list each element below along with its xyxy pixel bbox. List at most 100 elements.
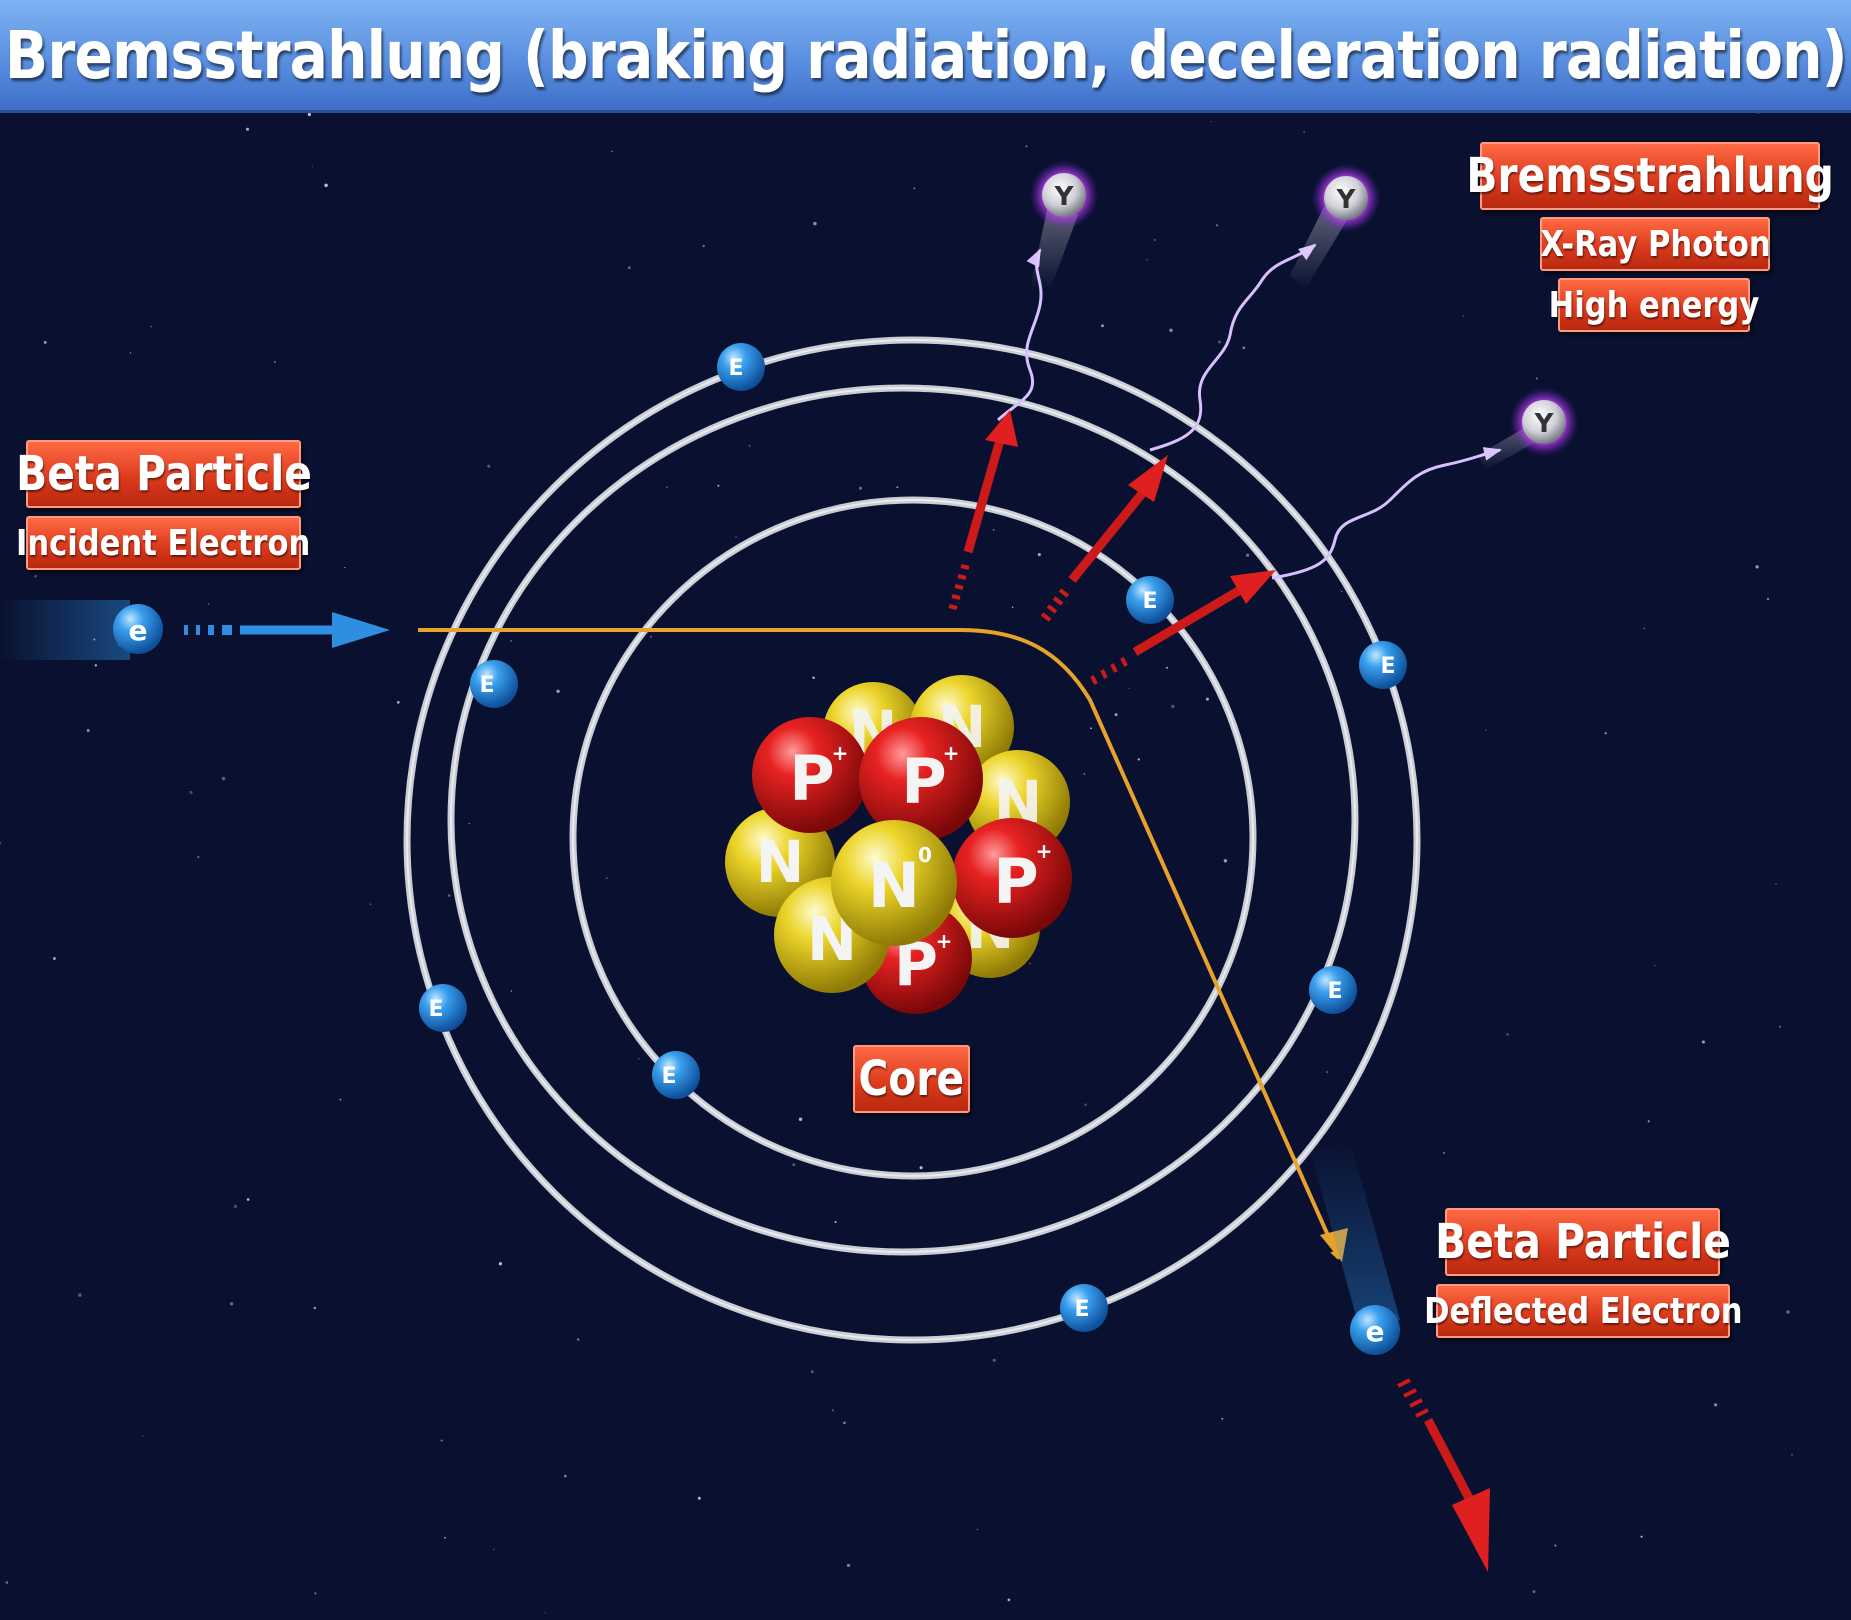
orbital-electron: E <box>1126 576 1174 624</box>
star <box>1221 1417 1224 1420</box>
star <box>313 1306 317 1310</box>
proton: P+ <box>859 717 983 841</box>
star <box>197 856 200 859</box>
star <box>1215 224 1219 227</box>
star <box>273 360 276 363</box>
force-arrow-2 <box>1040 455 1168 622</box>
svg-text:P: P <box>993 845 1038 918</box>
force-arrow-3 <box>1090 570 1276 685</box>
star <box>1101 324 1104 328</box>
nucleus: N N N N N P+ N P+ P+ P+ N0 <box>725 675 1072 1014</box>
star <box>1171 704 1175 709</box>
star <box>792 1163 796 1167</box>
star <box>150 325 152 328</box>
star <box>487 464 491 468</box>
star <box>735 536 737 538</box>
deflected-electron <box>1350 1305 1400 1355</box>
star <box>1169 328 1173 332</box>
incident-electron-trail <box>0 600 130 660</box>
orbital-electron: E <box>470 660 518 708</box>
star <box>992 528 995 531</box>
svg-text:Y: Y <box>1336 185 1357 215</box>
orbital-electron: E <box>1359 641 1407 689</box>
star <box>1303 131 1305 133</box>
incident-electron-label-text: Incident Electron <box>16 522 311 564</box>
star <box>812 676 815 679</box>
star <box>1083 773 1086 775</box>
star <box>1011 606 1014 608</box>
star <box>627 266 631 270</box>
star <box>339 1098 342 1101</box>
core-label-text: Core <box>858 1051 965 1107</box>
orbit-outer-highlight <box>406 339 1418 1341</box>
orbital-electron: E <box>419 984 467 1032</box>
svg-text:0: 0 <box>918 843 932 867</box>
deflected-electron-group: e <box>1310 1140 1400 1355</box>
proton: P+ <box>952 818 1072 938</box>
orbit-middle-highlight <box>450 387 1356 1253</box>
svg-text:E: E <box>728 356 743 381</box>
core-label: Core <box>853 1045 970 1113</box>
star <box>606 877 608 879</box>
star <box>440 1439 443 1442</box>
star <box>24 478 26 480</box>
star <box>1166 666 1168 669</box>
svg-text:N: N <box>868 849 920 922</box>
star <box>843 1421 846 1425</box>
star <box>1341 590 1343 593</box>
star <box>1025 145 1028 148</box>
photon-wave-3 <box>1271 447 1502 580</box>
proton: P+ <box>752 717 868 833</box>
star <box>858 486 863 490</box>
star <box>717 484 720 487</box>
star <box>1326 1071 1329 1073</box>
svg-text:+: + <box>936 929 953 953</box>
star <box>976 1528 979 1531</box>
star <box>142 1435 144 1437</box>
star <box>1084 1103 1087 1106</box>
star <box>1640 1535 1643 1538</box>
incident-electron-symbol: e <box>129 614 148 647</box>
orbital-electron: E <box>652 1051 700 1099</box>
star <box>229 1302 234 1306</box>
orbital-electron: E <box>1060 1284 1108 1332</box>
photon-1: Y <box>1030 161 1098 290</box>
star <box>666 486 668 489</box>
star <box>1205 697 1209 701</box>
star <box>1535 377 1538 380</box>
high-energy-label-text: High energy <box>1548 284 1760 326</box>
svg-text:N: N <box>756 828 805 896</box>
star <box>129 352 132 354</box>
star <box>396 700 400 704</box>
incident-electron <box>113 604 163 654</box>
star <box>556 689 560 693</box>
star <box>834 1220 837 1224</box>
incident-direction-arrow <box>184 612 390 648</box>
photon-emission-waves <box>996 243 1502 580</box>
star <box>510 639 513 642</box>
star <box>1090 727 1092 730</box>
deflected-electron-label-text: Deflected Electron <box>1423 1290 1743 1332</box>
star <box>846 1563 851 1568</box>
star <box>1037 553 1041 557</box>
svg-text:E: E <box>1074 1297 1089 1322</box>
star <box>1218 340 1221 344</box>
xray-photon-label-text: X-Ray Photon <box>1539 223 1771 265</box>
star <box>1462 314 1465 317</box>
star <box>611 150 613 153</box>
star <box>702 244 705 248</box>
neutron: N0 <box>831 820 957 946</box>
star <box>78 1293 82 1297</box>
star <box>369 903 372 906</box>
star <box>1647 1120 1650 1123</box>
incident-electron-label: Incident Electron <box>16 516 311 570</box>
star <box>1654 964 1656 967</box>
star <box>1506 1033 1509 1036</box>
star <box>1554 1544 1557 1547</box>
incident-beta-particle-label: Beta Particle <box>16 440 311 508</box>
star <box>94 664 97 667</box>
star <box>1755 565 1759 569</box>
star <box>86 729 90 732</box>
star <box>1604 732 1607 735</box>
